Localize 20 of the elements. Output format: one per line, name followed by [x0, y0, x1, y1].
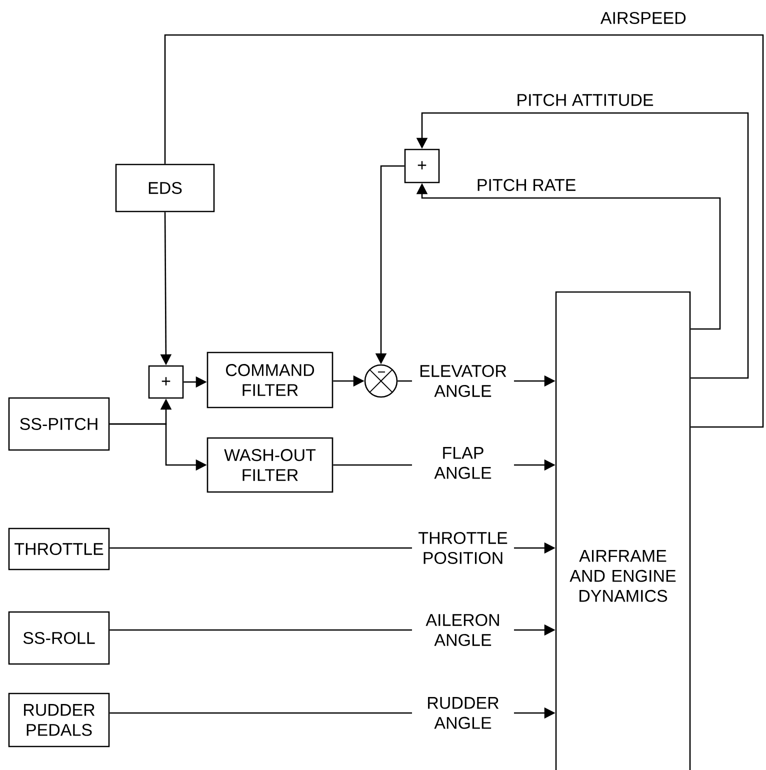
input-box: THROTTLE — [8, 528, 110, 570]
edge-label: PITCH RATE — [478, 178, 576, 192]
edge-label: ELEVATOR ANGLE — [412, 364, 514, 398]
summing-junction: + — [148, 365, 184, 399]
process-box: EDS — [115, 164, 215, 212]
dynamics-box: AIRFRAME AND ENGINE DYNAMICS — [555, 291, 691, 770]
summing-junction: + — [404, 148, 440, 184]
edge-label: PITCH ATTITUDE — [518, 94, 654, 106]
input-box: RUDDER PEDALS — [8, 692, 110, 748]
edge-label: AILERON ANGLE — [412, 612, 514, 648]
edge-label: AIRSPEED — [600, 12, 686, 24]
filter-box: COMMAND FILTER — [206, 352, 334, 408]
connector-line — [164, 34, 764, 428]
multiplier-symbol — [364, 364, 398, 398]
edge-label: THROTTLE POSITION — [412, 530, 514, 566]
edge-label: RUDDER ANGLE — [412, 696, 514, 730]
input-box: SS-ROLL — [8, 611, 110, 665]
edge-label: FLAP ANGLE — [412, 446, 514, 480]
filter-box: WASH-OUT FILTER — [206, 437, 334, 493]
input-box: SS-PITCH — [8, 397, 110, 451]
